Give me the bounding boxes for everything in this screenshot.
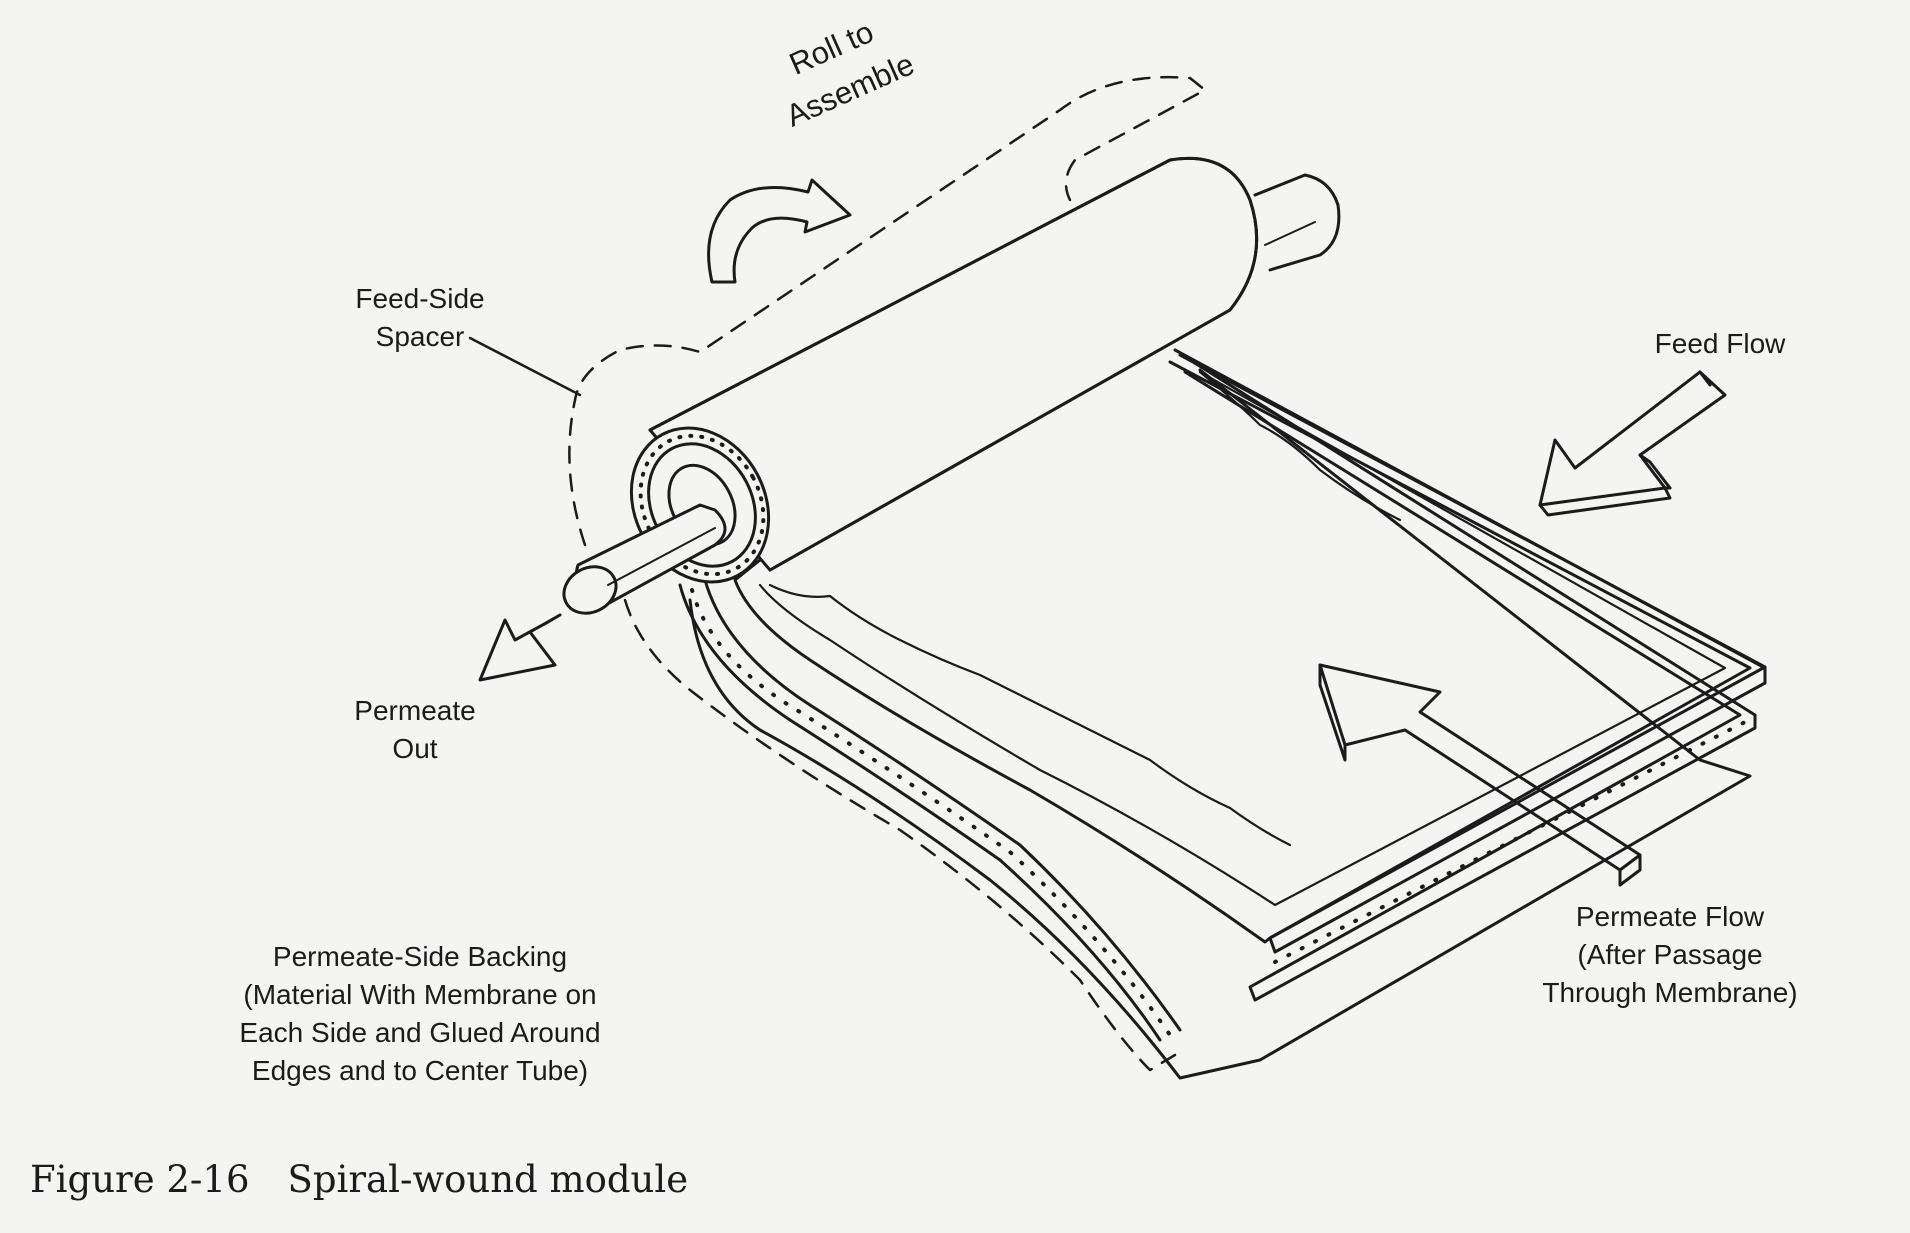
membrane-wavy-edge	[768, 370, 1402, 847]
glue-border	[758, 370, 1727, 907]
feed-side-spacer-line-1: Feed-Side	[355, 283, 485, 314]
permeate-flow-arrow	[1318, 663, 1642, 872]
center-tube-front-cap	[562, 565, 618, 615]
figure-caption: Figure 2-16 Spiral-wound module	[30, 1158, 688, 1201]
feed-side-spacer-outline	[568, 75, 1207, 1072]
center-tube-back	[1253, 173, 1341, 272]
permeate-flow-line-2: (After Passage	[1577, 939, 1763, 970]
roll-end-dots	[638, 433, 766, 577]
figure-number: Figure 2-16	[30, 1158, 250, 1201]
permeate-side-backing-label: Permeate-Side Backing (Material With Mem…	[180, 938, 660, 1090]
feed-flow-arrow	[1538, 370, 1727, 507]
permeate-side-backing-curl	[678, 578, 1182, 1042]
membrane-leaf-middle	[1183, 358, 1757, 1002]
feed-flow-arrow-side	[1538, 370, 1712, 517]
center-tube-front-groove	[607, 527, 716, 586]
permeate-side-backing-line-2: (Material With Membrane on	[243, 979, 597, 1010]
feed-flow-label: Feed Flow	[1620, 325, 1820, 363]
permeate-out-line-1: Permeate	[354, 695, 476, 726]
permeate-side-backing-line-1: Permeate-Side Backing	[272, 941, 568, 972]
figure-title: Spiral-wound module	[287, 1158, 689, 1201]
permeate-flow-arrow-side	[1318, 663, 1642, 887]
permeate-flow-line-1: Permeate Flow	[1575, 901, 1765, 932]
roll-direction-arrow	[707, 178, 852, 284]
permeate-side-backing-line-3: Each Side and Glued Around	[239, 1017, 601, 1048]
feed-flow-line: Feed Flow	[1654, 328, 1786, 359]
permeate-out-line-2: Out	[392, 733, 438, 764]
feed-side-spacer-label: Feed-Side Spacer	[340, 280, 500, 356]
membrane-leaf-top	[1168, 348, 1767, 954]
center-tube-back-groove	[1264, 221, 1316, 246]
permeate-out-arrow	[478, 613, 562, 682]
permeate-flow-label: Permeate Flow (After Passage Through Mem…	[1500, 898, 1840, 1012]
permeate-out-label: Permeate Out	[330, 692, 500, 768]
roll-back-cap	[1168, 156, 1259, 312]
permeate-flow-line-3: Through Membrane)	[1542, 977, 1798, 1008]
feed-side-spacer-leader	[468, 336, 582, 397]
membrane-top-face	[733, 353, 1767, 944]
feed-side-spacer-line-2: Spacer	[375, 321, 465, 352]
membrane-leaf-bottom	[688, 368, 1752, 1080]
permeate-side-backing-line-4: Edges and to Center Tube)	[251, 1055, 589, 1086]
roll-top-edge	[648, 158, 1172, 432]
roll-bottom-edge	[768, 308, 1232, 572]
